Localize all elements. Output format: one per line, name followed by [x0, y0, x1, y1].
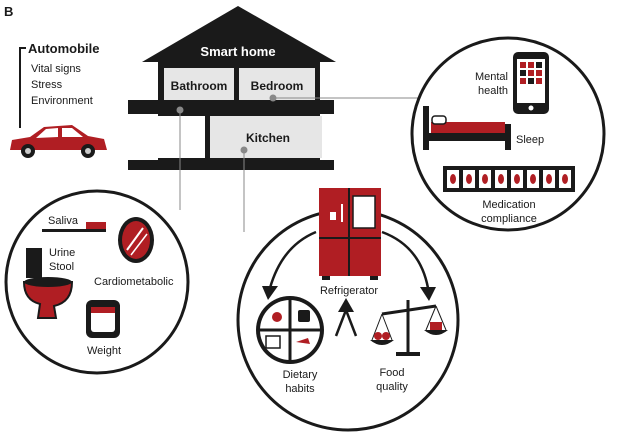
bed-icon [423, 106, 511, 150]
dietary-habits-line1: Dietary [283, 369, 318, 381]
toilet-icon [22, 248, 74, 319]
sleep-label: Sleep [516, 134, 544, 146]
bedroom-label: Bedroom [251, 79, 304, 93]
urine-label: Urine [49, 247, 75, 259]
house: Smart home Bathroom Bedroom Kitchen [128, 6, 336, 170]
bathroom-room [164, 68, 234, 100]
mental-health-label-line2: health [478, 85, 508, 97]
kitchen-room [210, 116, 322, 158]
weight-label: Weight [87, 345, 121, 357]
bedroom-connector-dot [269, 94, 277, 102]
car-icon [10, 125, 107, 158]
pill-blister-icon [443, 166, 575, 192]
dietary-habits-line2: habits [285, 383, 315, 395]
automobile-item-vital-signs: Vital signs [31, 63, 81, 75]
stool-label: Stool [49, 261, 74, 273]
refrigerator-icon [319, 188, 381, 280]
kitchen-connector-dot [240, 146, 248, 154]
food-quality-line1: Food [379, 367, 404, 379]
bedroom-room [239, 68, 315, 100]
mirror-icon [118, 217, 154, 263]
house-title: Smart home [200, 44, 275, 59]
bathroom-label: Bathroom [171, 79, 228, 93]
house-base [128, 160, 334, 170]
automobile-title: Automobile [28, 41, 100, 56]
kitchen-label: Kitchen [246, 131, 290, 145]
refrigerator-label: Refrigerator [320, 285, 378, 297]
bathroom-connector-dot [176, 106, 184, 114]
house-floor-band [128, 100, 334, 114]
medication-compliance-line2: compliance [481, 213, 537, 225]
balance-scale-icon [370, 300, 448, 356]
connector-lines [176, 94, 420, 232]
house-roof [142, 6, 336, 62]
scale-icon [86, 300, 120, 338]
house-lower-left-room [145, 116, 205, 158]
saliva-label: Saliva [48, 215, 79, 227]
arrow-fridge-to-dietary [268, 230, 317, 289]
plate-icon [256, 296, 324, 364]
automobile-item-environment: Environment [31, 95, 93, 107]
automobile-item-stress: Stress [31, 79, 63, 91]
bedroom-circle: Mental health Sleep [410, 36, 606, 232]
smartphone-icon [513, 52, 549, 114]
food-quality-line2: quality [376, 381, 408, 393]
automobile-group: Automobile Vital signs Stress Environmen… [10, 41, 107, 158]
medication-compliance-line1: Medication [482, 199, 535, 211]
panel-letter: B [4, 4, 13, 19]
toothbrush-icon [42, 222, 106, 232]
automobile-bracket [19, 47, 26, 128]
mental-health-label-line1: Mental [475, 71, 508, 83]
bathroom-circle: Saliva Urine Stool Cardiometabolic Weigh… [4, 189, 190, 375]
cardiometabolic-label: Cardiometabolic [94, 276, 174, 288]
arrow-fridge-to-quality [381, 230, 430, 289]
kitchen-circle: Refrigerator Dietary habits [236, 188, 460, 432]
cycle-arrows [262, 230, 436, 337]
